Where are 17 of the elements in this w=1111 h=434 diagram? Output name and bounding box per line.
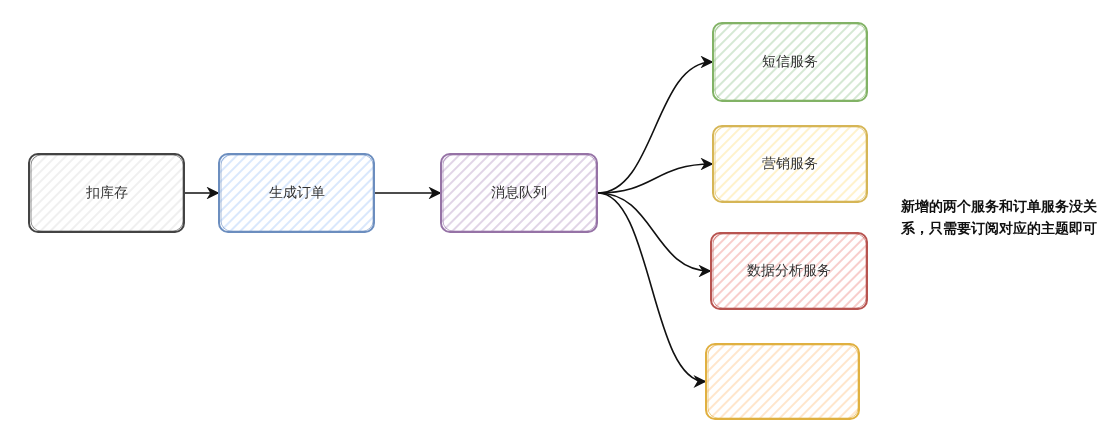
- box-label: 数据分析服务: [747, 262, 831, 280]
- process-box: [710, 232, 868, 310]
- arrow: [374, 186, 442, 200]
- process-box: [28, 153, 185, 233]
- box-label: 短信服务: [762, 53, 818, 71]
- arrow: [184, 186, 220, 200]
- process-box: [440, 153, 598, 233]
- arrow: [597, 192, 707, 385]
- note-text: 新增的两个服务和订单服务没关系，只需要订阅对应的主题即可: [900, 197, 1098, 238]
- box-label: 消息队列: [491, 184, 547, 202]
- box-label: 扣库存: [85, 184, 128, 202]
- box-label: 营销服务: [762, 155, 818, 173]
- empty-box: [705, 343, 860, 420]
- process-box: [712, 22, 868, 102]
- process-box: [712, 125, 868, 203]
- process-box: [218, 153, 375, 233]
- box-label: 生成订单: [268, 184, 325, 202]
